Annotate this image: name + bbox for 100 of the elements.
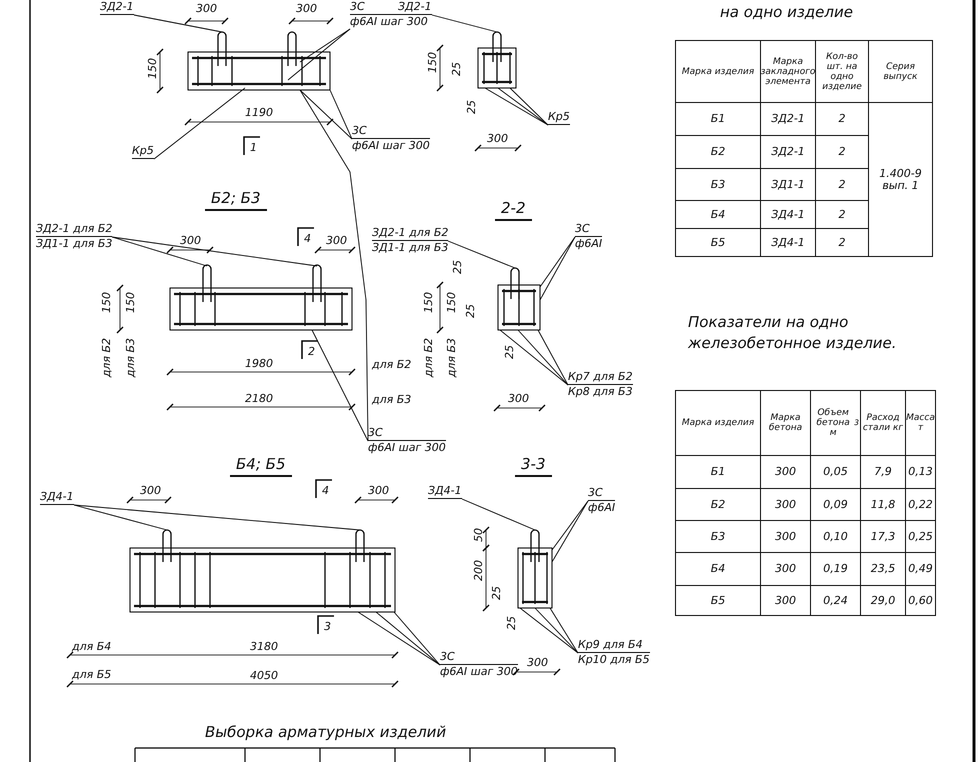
leader-line [552,500,588,550]
dimension-value: 3180 [250,640,278,653]
leader-line [358,612,440,666]
dimension-value: 4050 [250,669,278,682]
dimension-value: для Б2 [422,338,435,378]
leader-line [300,90,352,140]
leader-line [498,88,548,126]
leader-line [134,14,222,32]
dimension-value: 25 [464,304,477,318]
dimension-value: 300 [140,484,161,497]
leader-line [74,504,360,530]
leader-line [112,236,318,266]
dimension-value: 150 [445,292,458,313]
leader-line [432,14,498,32]
table-title: Выборка арматурных изделий [205,722,446,743]
dimension-value: 1980 [245,357,273,370]
dimension-value: 200 [472,560,485,581]
dimension-value: 150 [124,292,137,313]
callout-label: ЗД2-1 [100,0,134,15]
dimension-value: 150 [100,292,113,313]
dimension-note: для Б2 [372,358,412,371]
table-cell: Б5 [675,228,761,257]
leader-line [552,500,588,562]
table-title: на одно изделие [720,2,853,23]
leader-line [300,28,350,62]
dimension-value: 150 [426,52,439,73]
view-title: Б2; Б3 [205,188,266,211]
beam-drawing [188,31,330,90]
callout-label: ЗД2-1 для Б2 ЗД1-1 для Б3 [372,226,448,255]
callout-label: 3С ф6АI [588,486,616,515]
table-cell: 1.400-9 вып. 1 [868,102,933,257]
header-cell: Марка изделия [675,390,761,456]
view-title: 2-2 [495,198,532,221]
callout-label: Кр5 [548,110,570,125]
dimension-value: 25 [450,62,463,76]
leader-line [448,240,516,268]
leader-line [288,28,350,80]
leader-line [518,330,568,386]
section-number: 3 [324,620,331,633]
leader-line [500,330,568,386]
dimension-note: для Б4 [72,640,112,653]
section-number: 2 [308,345,315,358]
table-cell: 0,60 [905,585,936,616]
header-cell: Марка изделия [675,40,761,103]
dimension-note: для Б5 [72,668,112,681]
leader-line [112,236,208,266]
leader-line [300,90,368,442]
callout-label: Кр9 для Б4 Кр10 для Б5 [578,638,650,667]
leader-line [534,608,578,654]
header-cell: Серия выпуск [868,40,933,103]
table-title: Показатели на одно железобетонное изделие. [688,312,898,354]
dimension-value: 25 [490,586,503,600]
beam-section-drawing [498,267,540,330]
dimension-value: 300 [508,392,529,405]
leader-line [394,612,440,666]
dimension-value: 25 [465,100,478,114]
leader-line [154,88,246,160]
dimension-value: 50 [472,528,485,542]
leader-line [538,330,568,386]
callout-label: 3С ф6АI шаг 300 [352,124,430,153]
beam-section-drawing [518,529,552,608]
dimension-value: 2180 [245,392,273,405]
callout-label: Кр7 для Б2 Кр8 для Б3 [568,370,633,399]
beam-section-drawing [478,31,516,88]
leader-line [540,236,576,288]
leader-line [312,330,368,442]
dimension-value: 300 [196,2,217,15]
beam-drawing [130,529,396,612]
table-cell: Б5 [675,585,761,616]
header-cell: Масса т [905,390,936,456]
leader-line [330,90,352,140]
leader-line [376,612,440,666]
callout-label: 3С ф6АI [575,222,602,251]
section-number: 4 [304,232,311,245]
dimension-value: 1190 [245,106,273,119]
view-title: Б4; Б5 [230,454,292,477]
leader-line [510,88,548,126]
callout-label: ЗД2-1 для Б2 ЗД1-1 для Б3 [36,222,112,251]
beam-drawing [170,264,352,330]
leader-line [550,608,578,654]
callout-label: ЗД4-1 [40,490,74,505]
leader-line [484,88,548,126]
dimension-value: 25 [503,345,516,359]
dimension-value: 25 [451,260,464,274]
leader-line [540,236,576,300]
dimension-value: 150 [422,292,435,313]
dimension-value: 300 [326,234,347,247]
dimension-value: для Б3 [124,338,137,378]
section-number: 4 [322,484,329,497]
dimension-note: для Б3 [372,393,412,406]
dimension-value: 300 [487,132,508,145]
dimension-value: 300 [368,484,389,497]
dimension-value: 300 [180,234,201,247]
callout-label: ЗД4-1 [428,484,462,499]
callout-label: ЗД2-1 [398,0,432,15]
dimension-value: 300 [296,2,317,15]
dimension-value: 25 [505,616,518,630]
dimension-value: 300 [527,656,548,669]
leader-line [74,504,168,530]
callout-label: Кр5 [132,144,154,159]
